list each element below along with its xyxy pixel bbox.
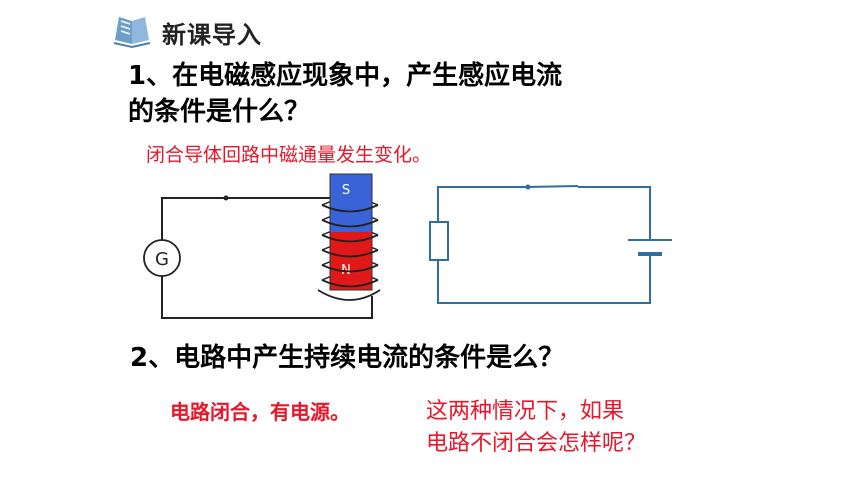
answer-1: 闭合导体回路中磁通量发生变化。 <box>146 144 432 166</box>
magnet-south-label: S <box>342 183 350 198</box>
header-title: 新课导入 <box>162 20 262 49</box>
header: 新课导入 <box>112 12 262 52</box>
magnet-south-pole <box>330 174 372 232</box>
battery-circuit-switch-node <box>525 184 531 190</box>
follow-up-note-line-1: 这两种情况下，如果 <box>426 399 625 424</box>
galvanometer-label: G <box>155 249 169 270</box>
follow-up-note-line-2: 电路不闭合会怎样呢？ <box>426 431 647 456</box>
magnet-outline <box>329 173 373 291</box>
switch-node <box>223 195 229 201</box>
question-1: 1、在电磁感应现象中，产生感应电流 的条件是什么？ <box>128 58 688 130</box>
question-1-line-1: 1、在电磁感应现象中，产生感应电流 <box>128 61 563 91</box>
follow-up-note: 这两种情况下，如果 电路不闭合会怎样呢？ <box>426 396 726 460</box>
question-1-line-2: 的条件是什么？ <box>128 97 311 127</box>
book-icon <box>113 17 151 49</box>
induction-circuit-wires <box>161 197 373 319</box>
galvanometer <box>143 239 181 277</box>
question-2: 2、电路中产生持续电流的条件是么？ <box>130 343 565 373</box>
battery-circuit-wires <box>437 185 651 304</box>
coil-front <box>317 204 381 301</box>
answer-2: 电路闭合，有电源。 <box>170 400 350 424</box>
resistor <box>429 221 449 261</box>
